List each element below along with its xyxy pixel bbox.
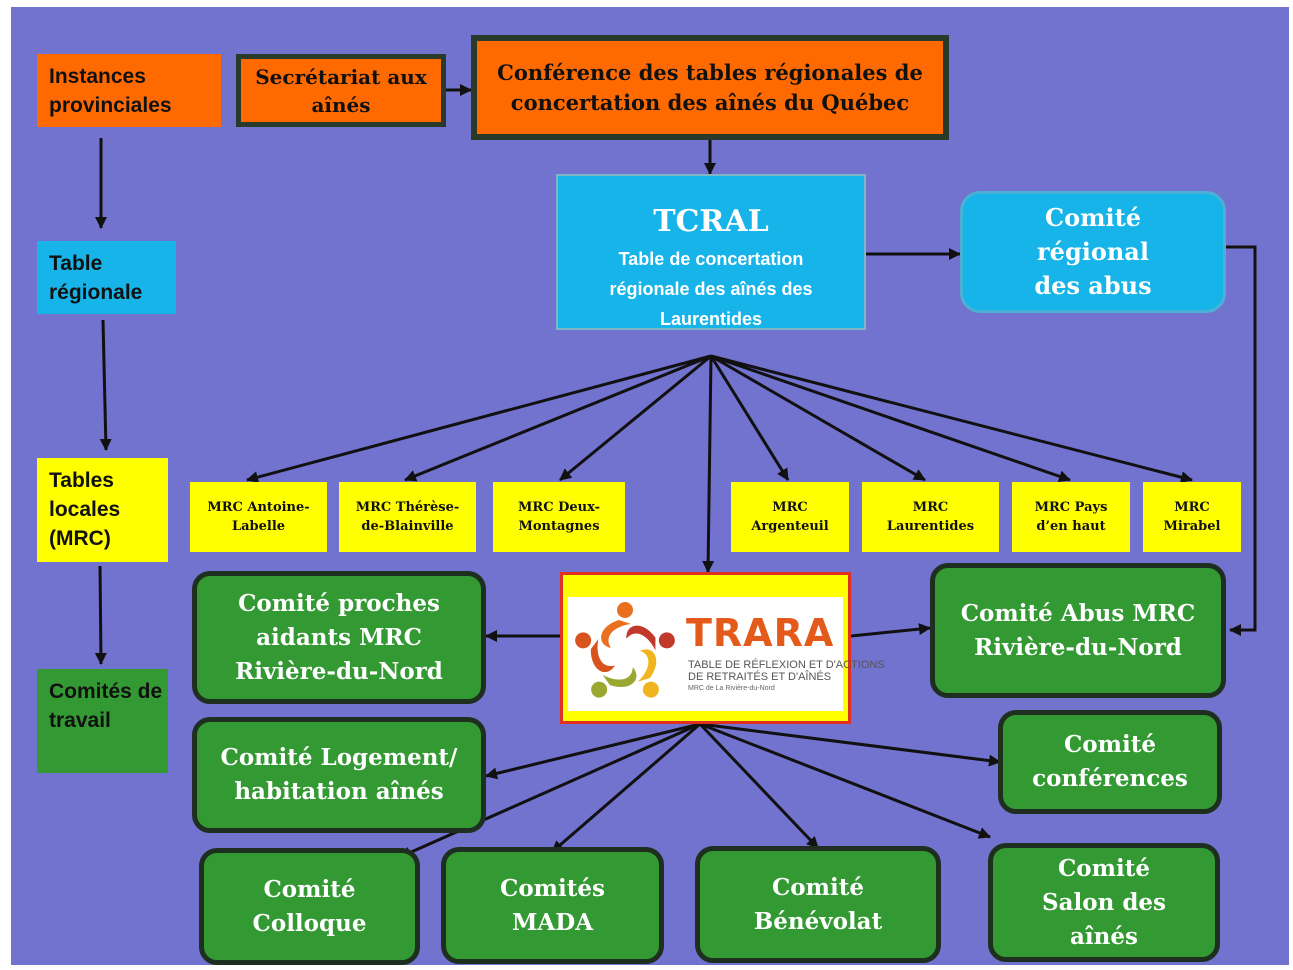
caregivers-committee: Comité proches aidants MRC Rivière-du-No… <box>192 571 486 704</box>
arrow-tcral-to-mrc-antoine <box>246 354 712 483</box>
trara-tagline-3: MRC de La Rivière-du-Nord <box>688 685 775 692</box>
mrc-therese-de-blainville: MRC Thérèse-de-Blainville <box>339 482 476 552</box>
arrow-trara-to-mada <box>551 722 701 854</box>
trara-logo-box: TRARA TABLE DE RÉFLEXION ET D'ACTIONS DE… <box>560 572 885 724</box>
regional-abuse-committee: Comité régional des abus <box>960 191 1226 313</box>
trara-tagline-2: DE RETRAITÉS ET D'AÎNÉS <box>688 671 832 683</box>
arrow-trara-to-abuse-mrc <box>850 623 931 638</box>
colloque-committee: Comité Colloque <box>199 848 420 965</box>
trara-wordmark: TRARA <box>686 611 835 655</box>
conference-box: Conférence des tables régionales de conc… <box>471 35 949 140</box>
mrc-mirabel: MRC Mirabel <box>1143 482 1241 552</box>
mrc-laurentides: MRC Laurentides <box>862 482 999 552</box>
tcral-subtitle: Table de concertation régionale des aîné… <box>609 249 813 329</box>
arrow-trara-to-conferences <box>699 722 1001 767</box>
trara-logo-panel: TRARA TABLE DE RÉFLEXION ET D'ACTIONS DE… <box>568 597 885 711</box>
arrow-local-to-work <box>94 565 107 665</box>
arrow-trara-to-colloque <box>399 722 701 859</box>
mrc-argenteuil: MRC Argenteuil <box>731 482 849 552</box>
fair-committee: Comité Salon des aînés <box>988 843 1220 962</box>
legend-local: Tables locales (MRC) <box>37 458 168 562</box>
arrow-tcral-to-mrc-laurentides <box>710 354 926 482</box>
mrc-deux-montagnes: MRC Deux-Montagnes <box>493 482 625 552</box>
tcral-box: TCRAL Table de concertation régionale de… <box>556 174 866 330</box>
trara-figures-logo <box>575 602 675 698</box>
legend-work: Comités de travail <box>37 669 168 773</box>
legend-provincial: Instances provinciales <box>37 54 221 127</box>
arrow-tcral-to-mrc-deux <box>559 354 712 482</box>
tcral-title: TCRAL <box>653 204 769 239</box>
arrow-trara-to-fair <box>699 722 991 839</box>
arrow-tcral-to-mrc-argenteuil <box>709 355 790 481</box>
arrow-trara-to-volunteer <box>698 722 820 850</box>
arrow-regional-to-local <box>99 319 112 451</box>
arrow-tcral-to-mrc-pays <box>710 354 1071 483</box>
abuse-mrc-committee: Comité Abus MRC Rivière-du-Nord <box>930 563 1226 698</box>
line-regional-abuse-to-abuse-mrc <box>1226 245 1257 636</box>
mrc-pays-d-en-haut: MRC Pays d’en haut <box>1012 482 1130 552</box>
arrow-tcral-to-mrc-mirabel <box>710 354 1193 484</box>
arrow-tcral-to-mrc-therese <box>404 354 712 482</box>
secretariat-box: Secrétariat aux aînés <box>236 54 446 127</box>
conferences-committee: Comité conférences <box>998 710 1222 814</box>
mada-committee: Comités MADA <box>441 847 664 964</box>
volunteer-committee: Comité Bénévolat <box>695 846 941 963</box>
housing-committee: Comité Logement/ habitation aînés <box>192 717 486 833</box>
trara-tagline-1: TABLE DE RÉFLEXION ET D'ACTIONS <box>688 659 885 671</box>
legend-regional: Table régionale <box>37 241 176 314</box>
mrc-antoine-labelle: MRC Antoine-Labelle <box>190 482 327 552</box>
arrow-trara-to-housing <box>485 722 701 780</box>
arrow-tcral-to-trara <box>702 355 715 573</box>
